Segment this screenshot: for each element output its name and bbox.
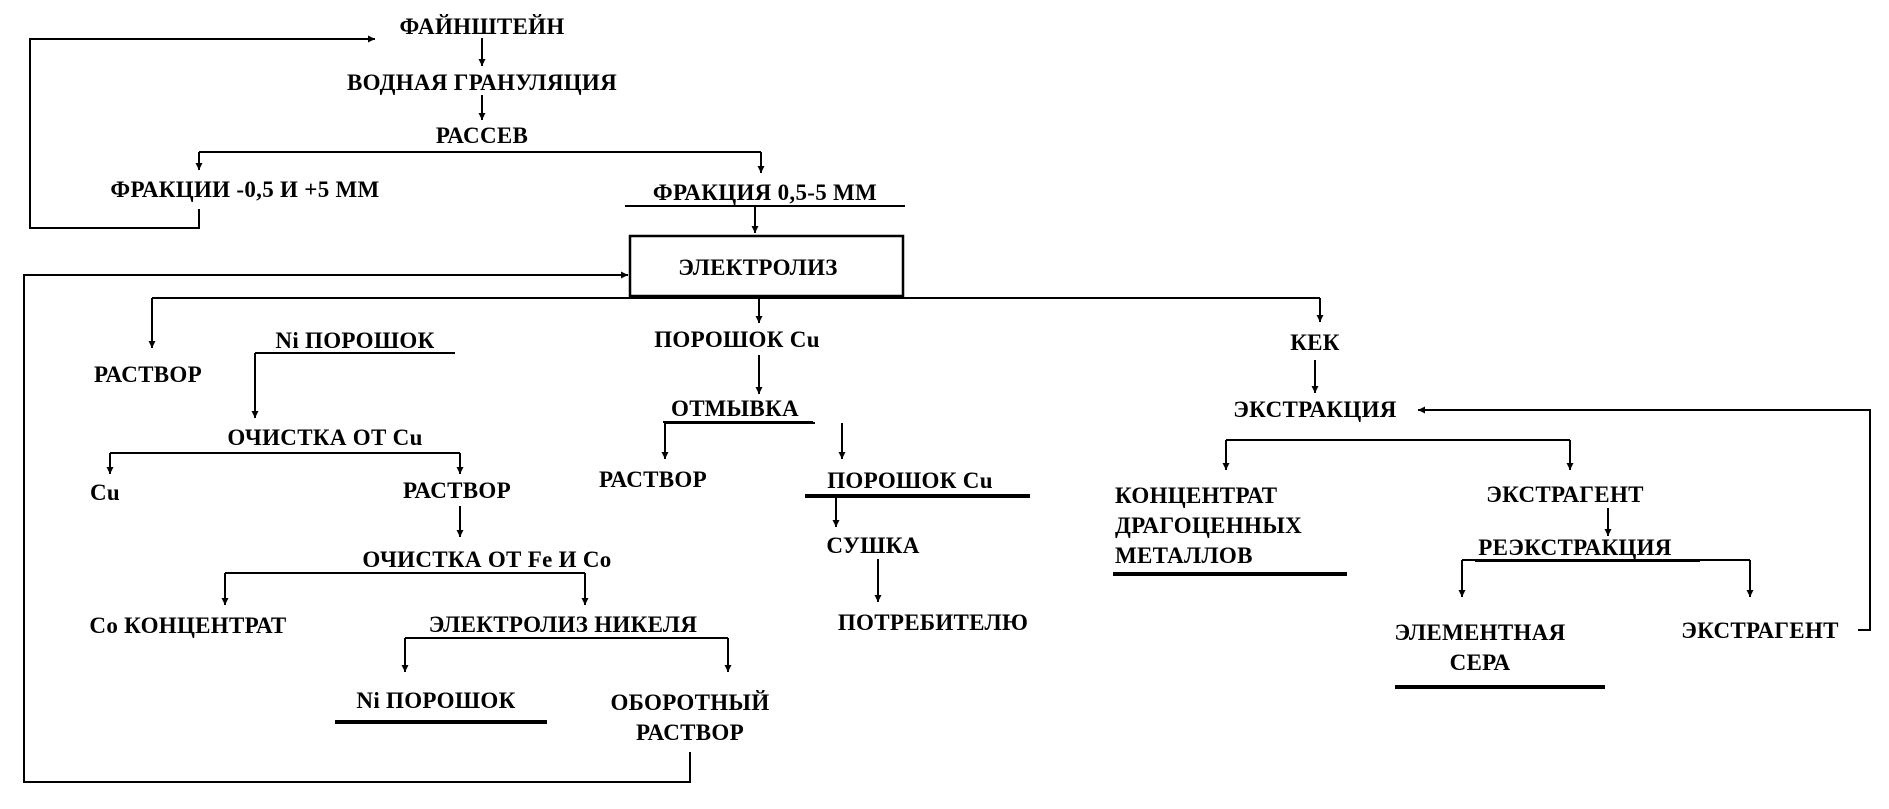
node-ni-powder-1: Ni ПОРОШОК — [275, 328, 434, 353]
node-nickel-electrolysis: ЭЛЕКТРОЛИЗ НИКЕЛЯ — [429, 612, 698, 637]
node-pm-concentrate-line1: КОНЦЕНТРАТ — [1115, 483, 1277, 508]
node-extractant-1: ЭКСТРАГЕНТ — [1486, 482, 1644, 507]
node-cu-cleaning: ОЧИСТКА ОТ Cu — [227, 425, 422, 450]
product-underlines — [335, 494, 1605, 724]
node-cu: Cu — [90, 480, 120, 505]
electrolysis-box — [628, 234, 905, 298]
node-fractions-out: ФРАКЦИИ -0,5 И +5 ММ — [110, 177, 379, 202]
node-extraction: ЭКСТРАКЦИЯ — [1233, 397, 1397, 422]
node-recycle-solution-line1: ОБОРОТНЫЙ — [610, 690, 769, 715]
node-sulfur-line2: СЕРА — [1450, 650, 1511, 675]
node-extractant-2: ЭКСТРАГЕНТ — [1681, 618, 1839, 643]
node-solution-2: РАСТВОР — [403, 478, 511, 503]
node-water-granulation: ВОДНАЯ ГРАНУЛЯЦИЯ — [347, 70, 617, 95]
node-electrolysis: ЭЛЕКТРОЛИЗ — [678, 255, 837, 280]
node-solution-1: РАСТВОР — [94, 362, 202, 387]
node-cu-powder-2: ПОРОШОК Cu — [827, 468, 993, 493]
node-co-concentrate: Co КОНЦЕНТРАТ — [89, 613, 286, 638]
node-fraction-in: ФРАКЦИЯ 0,5-5 ММ — [653, 180, 877, 205]
step-underlines — [663, 421, 1700, 562]
node-cake: КЕК — [1290, 330, 1340, 355]
node-ni-powder-2: Ni ПОРОШОК — [356, 688, 515, 713]
node-sieving: РАССЕВ — [436, 123, 528, 148]
node-drying: СУШКА — [826, 533, 919, 558]
node-fainshtein: ФАЙНШТЕЙН — [399, 14, 564, 39]
node-fe-co-cleaning: ОЧИСТКА ОТ Fe И Co — [362, 547, 611, 572]
flow-labels: ФАЙНШТЕЙН ВОДНАЯ ГРАНУЛЯЦИЯ РАССЕВ ФРАКЦ… — [89, 14, 1838, 745]
node-sulfur-line1: ЭЛЕМЕНТНАЯ — [1394, 620, 1565, 645]
flow-connectors — [23, 35, 1871, 783]
node-pm-concentrate-line2: ДРАГОЦЕННЫХ — [1115, 513, 1302, 538]
node-solution-3: РАСТВОР — [599, 467, 707, 492]
node-cu-powder-1: ПОРОШОК Cu — [654, 327, 820, 352]
node-to-consumer: ПОТРЕБИТЕЛЮ — [838, 610, 1028, 635]
node-recycle-solution-line2: РАСТВОР — [636, 720, 744, 745]
node-washing: ОТМЫВКА — [671, 396, 799, 421]
node-re-extraction: РЕЭКСТРАКЦИЯ — [1478, 535, 1672, 560]
node-pm-concentrate-line3: МЕТАЛЛОВ — [1115, 543, 1253, 568]
